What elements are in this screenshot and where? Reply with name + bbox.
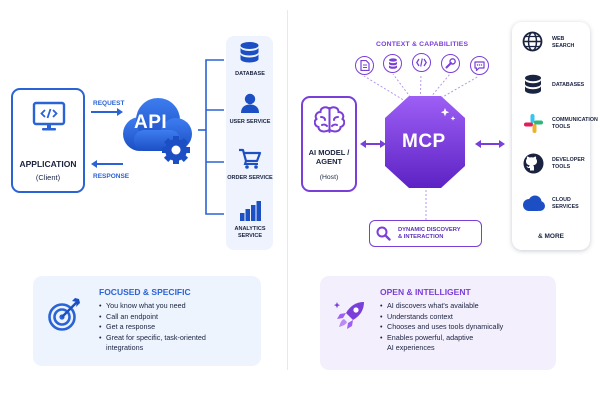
tool-line: WEB — [552, 36, 565, 42]
center-divider — [287, 10, 288, 370]
request-arrow — [91, 108, 123, 116]
bullet-continuation: AI experiences — [387, 343, 435, 352]
ai-mcp-double-arrow — [360, 140, 386, 148]
code-monitor-icon — [32, 101, 66, 131]
ai-model-title-line2: AGENT — [315, 156, 343, 166]
open-intelligent-title: OPEN & INTELLIGENT — [380, 287, 471, 297]
bullet-continuation: integrations — [106, 343, 144, 352]
dynamic-discovery-box: DYNAMIC DISCOVERY & INTERACTION — [369, 220, 482, 247]
service-order-label: ORDER SERVICE — [227, 175, 273, 181]
api-label: API — [134, 112, 168, 133]
cart-icon — [239, 148, 262, 169]
globe-icon — [522, 31, 543, 52]
open-intelligent-bullets: AI discovers what's available Understand… — [380, 301, 552, 354]
magnifier-icon — [376, 226, 391, 241]
brain-icon — [314, 106, 345, 133]
tool-line: TOOLS — [552, 123, 571, 130]
mcp-tools-double-arrow — [475, 140, 505, 148]
tools-card: WEB SEARCH DATABASES COMMUNICATION TOOLS… — [512, 22, 598, 250]
target-icon — [48, 298, 80, 331]
database-icon — [383, 54, 402, 73]
database-icon — [525, 74, 541, 94]
application-title: APPLICATION — [19, 159, 77, 169]
service-user-label: USER SERVICE — [229, 119, 271, 125]
slack-icon — [524, 114, 543, 133]
api-cloud-icon — [123, 98, 192, 164]
tool-line: TOOLS — [552, 163, 571, 170]
service-bracket — [198, 59, 224, 215]
wrench-icon — [441, 54, 460, 73]
mcp-hub-shape — [385, 96, 465, 188]
tool-web-search-label: WEB SEARCH — [552, 36, 574, 49]
context-capabilities-title: CONTEXT & CAPABILITIES — [376, 41, 469, 48]
database-icon — [240, 42, 259, 63]
bullet: Enables powerful, adaptive — [380, 333, 552, 344]
focused-specific-panel: FOCUSED & SPECIFIC You know what you nee… — [33, 276, 261, 366]
tool-line: DATABASES — [552, 82, 585, 88]
discovery-line2: & INTERACTION — [398, 234, 444, 241]
open-intelligent-panel: OPEN & INTELLIGENT AI discovers what's a… — [320, 276, 556, 370]
code-icon — [412, 53, 431, 72]
bullet: Chooses and uses tools dynamically — [380, 322, 552, 333]
discovery-label: DYNAMIC DISCOVERY & INTERACTION — [398, 227, 461, 241]
discovery-line1: DYNAMIC DISCOVERY — [398, 227, 461, 233]
user-icon — [241, 93, 259, 113]
response-label: RESPONSE — [93, 173, 130, 180]
bullet: Get a response — [99, 322, 257, 333]
application-subtitle: (Client) — [35, 173, 61, 182]
mcp-label: MCP — [402, 131, 446, 152]
request-label: REQUEST — [93, 100, 125, 107]
tool-line: SERVICES — [552, 203, 579, 210]
response-arrow — [91, 160, 123, 168]
bullet: You know what you need — [99, 301, 257, 312]
tool-line: DEVELOPER — [552, 157, 585, 163]
tool-line: SEARCH — [552, 42, 575, 49]
bullet: Great for specific, task-oriented — [99, 333, 257, 344]
tool-cloud-label: CLOUD SERVICES — [552, 197, 579, 210]
ai-model-title-line1: AI MODEL / — [308, 148, 350, 157]
tool-line: CLOUD — [552, 197, 571, 203]
chat-icon — [470, 56, 489, 75]
document-icon — [355, 56, 374, 75]
bar-chart-icon — [240, 201, 261, 221]
tool-communication-label: COMMUNICATION TOOLS — [552, 117, 598, 130]
cloud-icon — [523, 195, 545, 211]
focused-title: FOCUSED & SPECIFIC — [99, 287, 191, 297]
application-box: APPLICATION (Client) — [11, 88, 85, 193]
tool-developer-label: DEVELOPER TOOLS — [552, 157, 585, 170]
ai-model-subtitle: (Host) — [319, 174, 339, 181]
ai-model-box: AI MODEL / AGENT (Host) — [301, 96, 357, 192]
bullet: AI discovers what's available — [380, 301, 552, 312]
bullet: Call an endpoint — [99, 312, 257, 323]
bullet: Understands context — [380, 312, 552, 323]
focused-bullets: You know what you need Call an endpoint … — [99, 301, 257, 354]
tool-databases-label: DATABASES — [552, 82, 584, 89]
context-dashed-links — [363, 74, 480, 111]
tool-line: COMMUNICATION — [552, 117, 598, 123]
ai-model-title: AI MODEL / AGENT — [303, 148, 355, 166]
more-label: & MORE — [538, 233, 564, 240]
service-database-label: DATABASE — [235, 71, 265, 77]
github-icon — [523, 153, 544, 174]
rocket-icon — [334, 302, 364, 329]
discovery-dashed-link — [425, 190, 427, 220]
service-analytics-label: ANALYTICS SERVICE — [234, 226, 266, 239]
